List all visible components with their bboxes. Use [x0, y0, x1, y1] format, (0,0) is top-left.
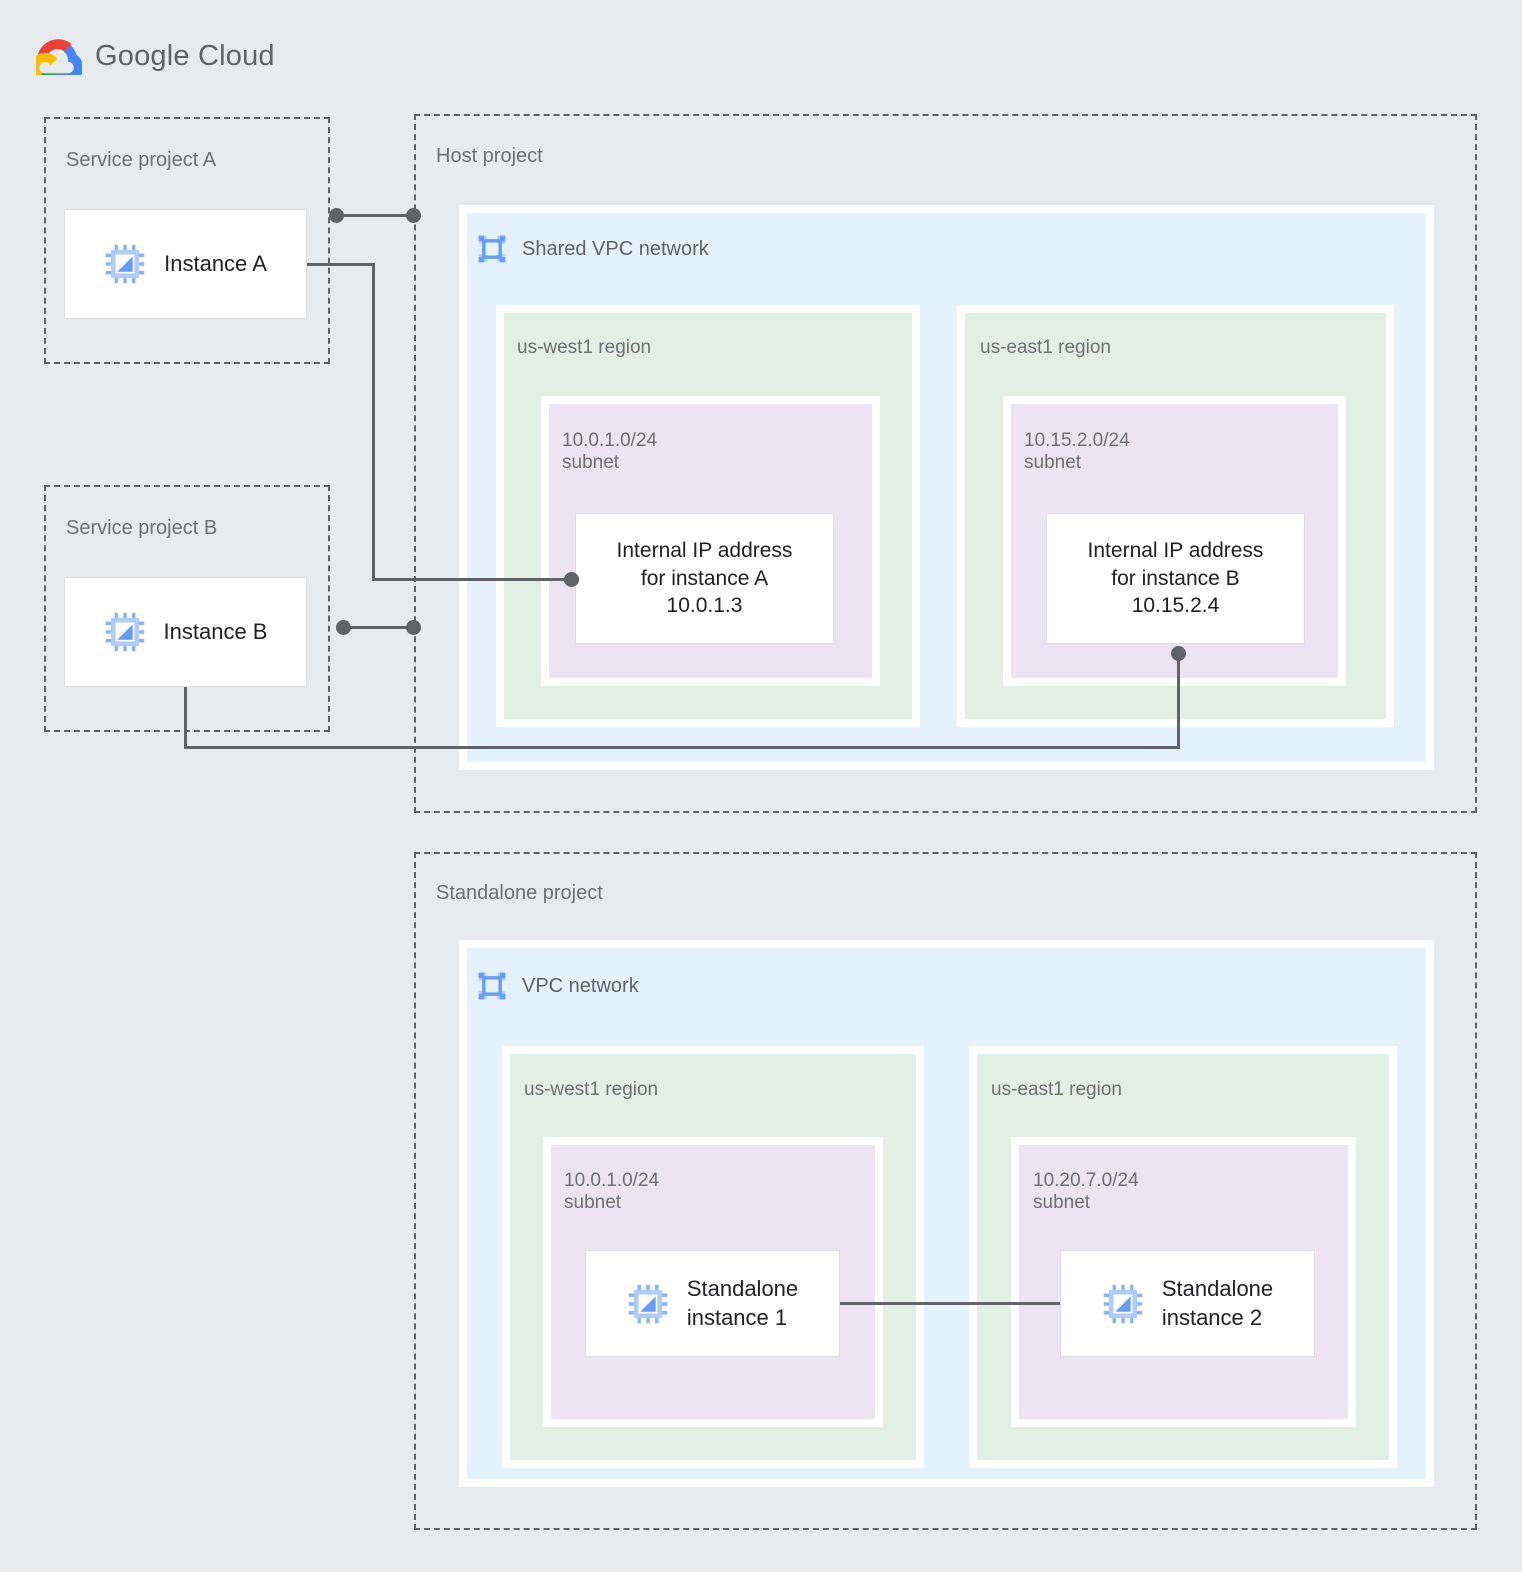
standalone-subnet-10-0-1-0-24-label: 10.0.1.0/24 subnet	[564, 1170, 660, 1214]
standalone-instance-2-label: Standalone instance 2	[1161, 1276, 1274, 1330]
standalone-subnet-10-20-7-0-24-label: 10.20.7.0/24 subnet	[1033, 1170, 1139, 1214]
host-region-us-west1-label: us-west1 region	[517, 337, 652, 358]
standalone-instance-1-label: Standalone instance 1	[686, 1276, 799, 1330]
brand-name: Google Cloud	[95, 40, 275, 73]
vm-instance-icon	[105, 612, 144, 652]
connector-dot-service-a-left	[329, 208, 344, 223]
service-project-a-container	[44, 117, 330, 364]
shared-vpc-network-header: Shared VPC network	[476, 233, 709, 265]
connector-dot-service-b-right	[406, 620, 421, 635]
standalone-project-label: Standalone project	[436, 882, 603, 904]
vpc-network-icon	[478, 972, 506, 1000]
standalone-project-container	[414, 852, 1477, 1530]
vm-instance-icon	[105, 244, 145, 284]
standalone-region-us-east1-label: us-east1 region	[991, 1079, 1122, 1100]
connector-instance-b-v2	[1177, 655, 1180, 746]
service-project-a-label: Service project A	[66, 149, 217, 171]
vm-instance-icon	[628, 1284, 668, 1323]
connector-instance-a-h2	[372, 578, 574, 581]
service-project-b-container	[44, 485, 330, 732]
host-subnet-10-0-1-0-24-label: 10.0.1.0/24 subnet	[562, 430, 658, 474]
host-project-label: Host project	[436, 145, 543, 167]
vpc-network-header: VPC network	[476, 970, 639, 1002]
standalone-instance-1-card[interactable]: Standalone instance 1	[585, 1250, 840, 1357]
host-project-container	[414, 114, 1477, 813]
standalone-instance-2-card[interactable]: Standalone instance 2	[1060, 1250, 1315, 1357]
connector-instance-a-h1	[307, 263, 375, 266]
connector-dot-service-a-right	[406, 208, 421, 223]
vm-instance-icon	[1103, 1284, 1143, 1323]
connector-standalone-1-to-2	[840, 1302, 1060, 1305]
host-subnet-10-15-2-0-24-label: 10.15.2.0/24 subnet	[1024, 430, 1130, 474]
connector-service-a-to-host	[336, 214, 414, 217]
connector-instance-b-v1	[184, 687, 187, 749]
google-cloud-logo: Google Cloud	[36, 38, 275, 75]
instance-b-card[interactable]: Instance B	[64, 577, 307, 687]
vpc-network-icon	[478, 235, 506, 263]
connector-dot-instance-b-ip	[1171, 646, 1186, 661]
service-project-b-label: Service project B	[66, 517, 218, 539]
instance-a-label: Instance A	[164, 250, 267, 276]
instance-a-card[interactable]: Instance A	[64, 209, 307, 319]
connector-instance-b-h	[184, 746, 1180, 749]
connector-dot-instance-a-ip	[564, 572, 579, 587]
google-cloud-logo-icon	[36, 39, 82, 75]
vpc-network-title: VPC network	[522, 974, 639, 997]
connector-dot-service-b-left	[336, 620, 351, 635]
connector-instance-a-v	[372, 263, 375, 581]
host-region-us-east1-label: us-east1 region	[980, 337, 1111, 358]
internal-ip-instance-b-card: Internal IP address for instance B 10.15…	[1046, 513, 1305, 644]
brand-name-bold: Google	[95, 40, 190, 72]
shared-vpc-network-title: Shared VPC network	[522, 237, 709, 260]
brand-name-light: Cloud	[189, 40, 275, 72]
standalone-region-us-west1-label: us-west1 region	[524, 1079, 659, 1100]
connector-service-b-to-host	[343, 626, 415, 629]
instance-b-label: Instance B	[163, 618, 268, 644]
internal-ip-instance-a-card: Internal IP address for instance A 10.0.…	[575, 513, 834, 644]
